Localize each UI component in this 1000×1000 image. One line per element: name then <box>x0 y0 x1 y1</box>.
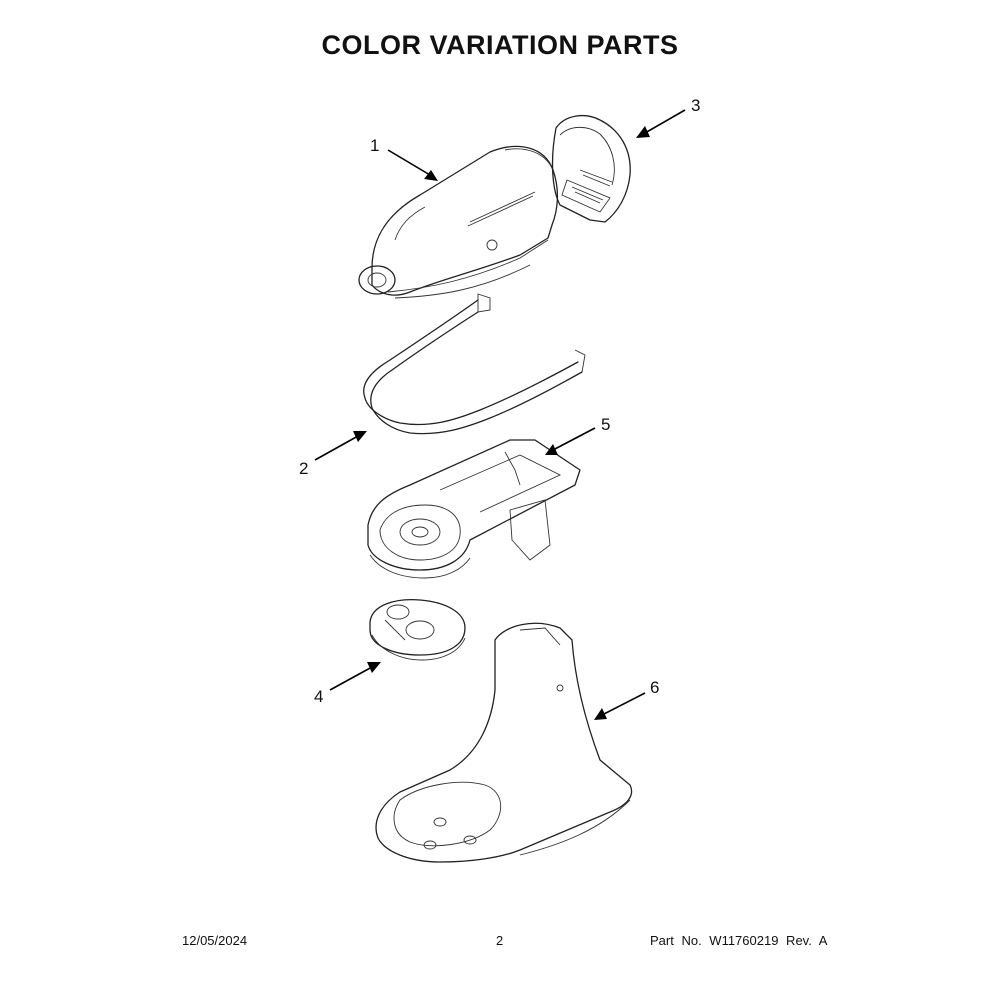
part-4-bowl-clamp-plate <box>369 599 466 661</box>
callout-label: 2 <box>299 459 309 478</box>
callout-label: 5 <box>601 415 611 434</box>
part-6-pedestal-base <box>375 622 633 863</box>
callout-label: 3 <box>691 96 701 115</box>
callout-arrows <box>314 109 686 720</box>
page-title: COLOR VARIATION PARTS <box>321 30 679 60</box>
part-2-trim-band <box>363 293 586 435</box>
part-1-head-housing <box>358 145 559 299</box>
footer-part-number: Part No. W11760219 Rev. A <box>650 933 828 948</box>
part-5-base-plate <box>367 439 581 579</box>
footer-page-number: 2 <box>496 933 504 948</box>
footer-date: 12/05/2024 <box>182 933 248 948</box>
callout-label: 1 <box>370 136 380 155</box>
part-3-rear-cover <box>551 114 631 223</box>
callout-label: 6 <box>650 678 660 697</box>
callout-label: 4 <box>314 687 324 706</box>
